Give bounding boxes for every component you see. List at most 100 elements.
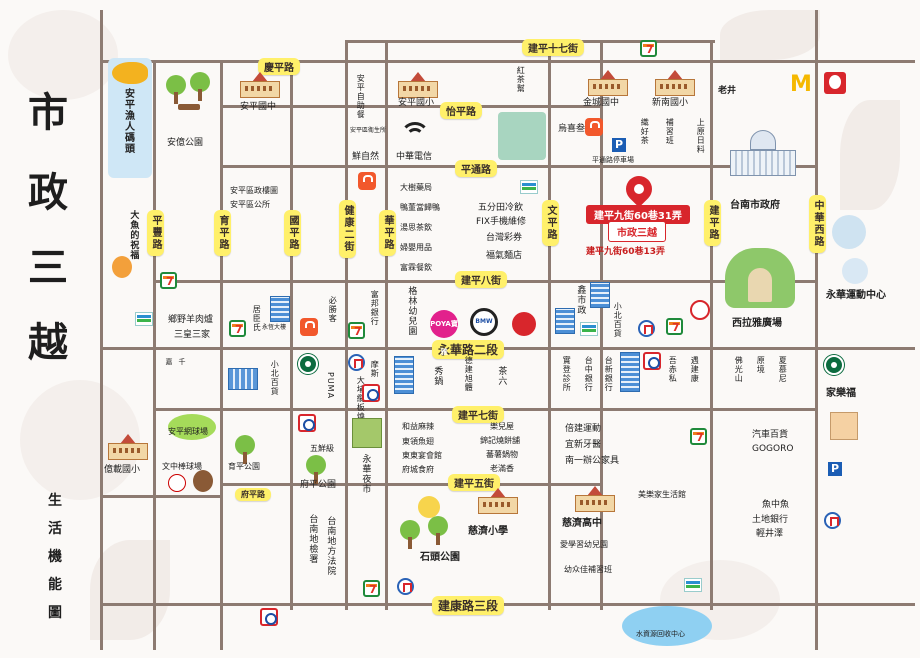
title-char: 市: [28, 89, 68, 136]
seven-eleven-icon: [363, 580, 380, 597]
poi-label: 東領魚翅: [402, 437, 434, 446]
bank-icon: [643, 352, 661, 370]
baseball-icon: [168, 474, 186, 492]
poi-label: 土地銀行: [752, 515, 789, 525]
poi-label: 台中銀行: [584, 356, 594, 392]
school-icon: [398, 72, 438, 98]
bmw-icon: BMW: [470, 308, 498, 336]
poi-label: 富霖餐飲: [400, 263, 432, 272]
poi-label: 美樂家生活館: [638, 490, 686, 499]
poi-label: 倍建運動: [565, 424, 602, 434]
poi-label: 南一辦公家具: [565, 456, 620, 466]
road-label: 建平七街: [452, 406, 504, 423]
subtitle-char: 生: [48, 493, 62, 509]
poi-label: 安平網球場: [168, 427, 208, 436]
water-icon: [622, 606, 712, 646]
road: [710, 40, 713, 610]
green-map-tile: [498, 112, 546, 160]
poi-label: 安平區公所: [230, 200, 270, 209]
poi-label: 原境: [756, 356, 766, 374]
poi-label: 安億公園: [167, 138, 204, 148]
road: [290, 60, 293, 610]
school-icon: [588, 70, 628, 96]
poi-label: GOGORO: [752, 444, 794, 454]
decor-leaf: [840, 100, 900, 210]
road: [100, 603, 915, 606]
road: [345, 40, 348, 610]
starbucks-icon: [298, 354, 318, 374]
seven-eleven-icon: [666, 318, 683, 335]
poi-label: 安平國中: [240, 102, 277, 112]
post-office-icon: [397, 578, 414, 595]
familymart-icon: [520, 180, 538, 194]
title-char: 越: [28, 319, 68, 366]
poi-label: 五分田冷飲: [478, 203, 524, 213]
kfc-icon: [824, 72, 846, 94]
poi-label: 湯思茶飲: [400, 223, 432, 232]
road-label: 文平路: [542, 200, 559, 246]
poi-label: 大魚的祝福: [128, 210, 139, 260]
tennis-court-icon: [168, 414, 216, 440]
decor-blob: [20, 380, 140, 500]
poi-label: 樂兒屋: [490, 422, 514, 431]
city-hall-icon: [730, 130, 796, 176]
poya-icon: POYA寶雅: [430, 310, 458, 356]
address-badge: 建平九街60巷31弄: [586, 205, 690, 224]
building-icon: [555, 308, 575, 334]
road: [220, 60, 223, 650]
poi-label: 中華電信: [396, 152, 433, 162]
poi-label: 安平漁人碼頭: [122, 88, 134, 154]
road: [100, 60, 915, 63]
location-pin-icon: [624, 176, 654, 206]
poi-label: 德建旭體: [464, 356, 474, 392]
poi-label: 婦嬰用品: [400, 243, 432, 252]
mcdonalds-icon: M: [790, 72, 812, 97]
decor-leaf: [90, 540, 170, 640]
poi-label: 五鮮級: [310, 444, 334, 453]
poi-label: 安平自助餐: [356, 74, 366, 119]
seven-eleven-icon: [160, 272, 177, 289]
poi-label: 文中棒球場: [162, 462, 202, 471]
school-icon: [655, 70, 695, 96]
road-label: 建平十七街: [522, 39, 584, 56]
fish-statue-icon: [112, 256, 132, 278]
seven-eleven-icon: [348, 322, 365, 339]
poi-label: 西拉雅廣場: [732, 318, 782, 329]
subtitle-char: 活: [48, 521, 62, 537]
poi-label: 安平國小: [398, 98, 435, 108]
poi-label: 鑫市政: [575, 285, 586, 315]
poi-label: 大埔纜板燒: [356, 376, 366, 421]
school-icon: [108, 434, 148, 460]
subtitle-char: 機: [48, 549, 62, 565]
building-icon: [590, 282, 610, 308]
road: [100, 495, 220, 498]
poi-label: 愛學習幼兒園: [560, 540, 608, 549]
poi-label: 鄉野羊肉爐: [168, 315, 214, 325]
seven-eleven-icon: [229, 320, 246, 337]
title-char: 三: [28, 244, 68, 291]
bank-icon: [260, 608, 278, 626]
poi-label: 宜新牙醫: [565, 440, 602, 450]
poi-label: 小北百貨: [613, 302, 623, 338]
poi-label: 三皇三家: [174, 330, 211, 340]
road-label: 華平路: [379, 210, 396, 256]
poi-label: 永恆大樓: [262, 324, 287, 331]
poi-label: 紅茶幫: [516, 66, 526, 93]
target-badge: 市政三越: [608, 221, 666, 242]
road: [220, 165, 815, 168]
shop-icon: [512, 312, 536, 336]
poi-label: 小北百貨: [270, 360, 280, 396]
poi-label: 吾赤私: [668, 356, 678, 383]
road-label: 國平路: [284, 210, 301, 256]
poi-label: 居臣氏: [252, 305, 262, 332]
poi-label: 上原日料: [696, 118, 706, 154]
poi-label: 魚中魚: [762, 500, 790, 510]
poi-label: 台灣彩券: [486, 233, 523, 243]
poi-label: 汽車百貨: [752, 430, 789, 440]
poi-label: 補習班: [665, 118, 675, 145]
poi-label: 台南地檢署: [307, 514, 318, 564]
poi-label: 億載國小: [104, 465, 141, 475]
bank-icon: [298, 414, 316, 432]
poi-label: 慈濟小學: [468, 526, 508, 537]
wifi-icon: [400, 122, 430, 144]
